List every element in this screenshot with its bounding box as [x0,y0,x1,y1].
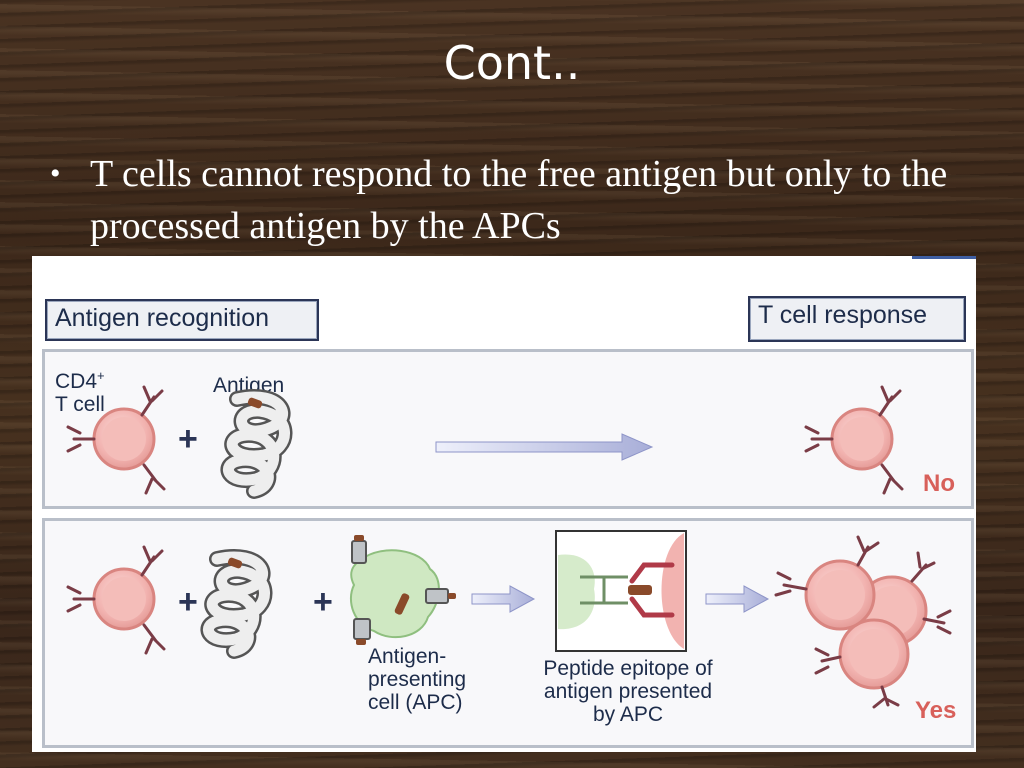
diagram-graphics [66,385,952,709]
tcell-icon-2 [66,545,166,655]
plus-sign-1: + [178,583,198,621]
tcell-no-response-icon [804,385,904,495]
arrow-icon [435,433,654,461]
tcell-proliferation-icon [774,535,952,709]
bullet-point: • T cells cannot respond to the free ant… [50,148,970,252]
antigen-icon-2 [200,549,273,659]
tcell-icon [66,385,166,495]
peptide-epitope-label: Peptide epitope of antigen presented by … [543,657,713,726]
tcell-diagram: Antigen recognition T cell response CD4+… [32,256,976,752]
peptide-epitope-inset [555,530,687,652]
cd4-tcell-label: CD4+ T cell [55,368,105,416]
row-free-antigen: CD4+ T cell Antigen + No [42,349,974,509]
arrow-icon-3 [705,585,770,613]
plus-sign-2: + [313,583,333,621]
response-yes: Yes [915,697,957,724]
bullet-icon: • [50,157,61,190]
row-processed-antigen: + + Antigen- presenting cell (APC) Pepti… [42,518,974,748]
apc-label: Antigen- presenting cell (APC) [368,645,467,714]
bullet-text: T cells cannot respond to the free antig… [90,153,948,247]
plus-sign: + [178,420,198,458]
antigen-recognition-header: Antigen recognition [45,299,319,341]
figure-corner-accent [912,256,976,259]
slide-title: Cont.. [443,36,581,90]
response-no: No [923,470,955,497]
tcell-response-header: T cell response [748,296,966,342]
antigen-icon [220,389,293,499]
apc-icon [349,535,456,645]
arrow-icon-2 [471,585,536,613]
